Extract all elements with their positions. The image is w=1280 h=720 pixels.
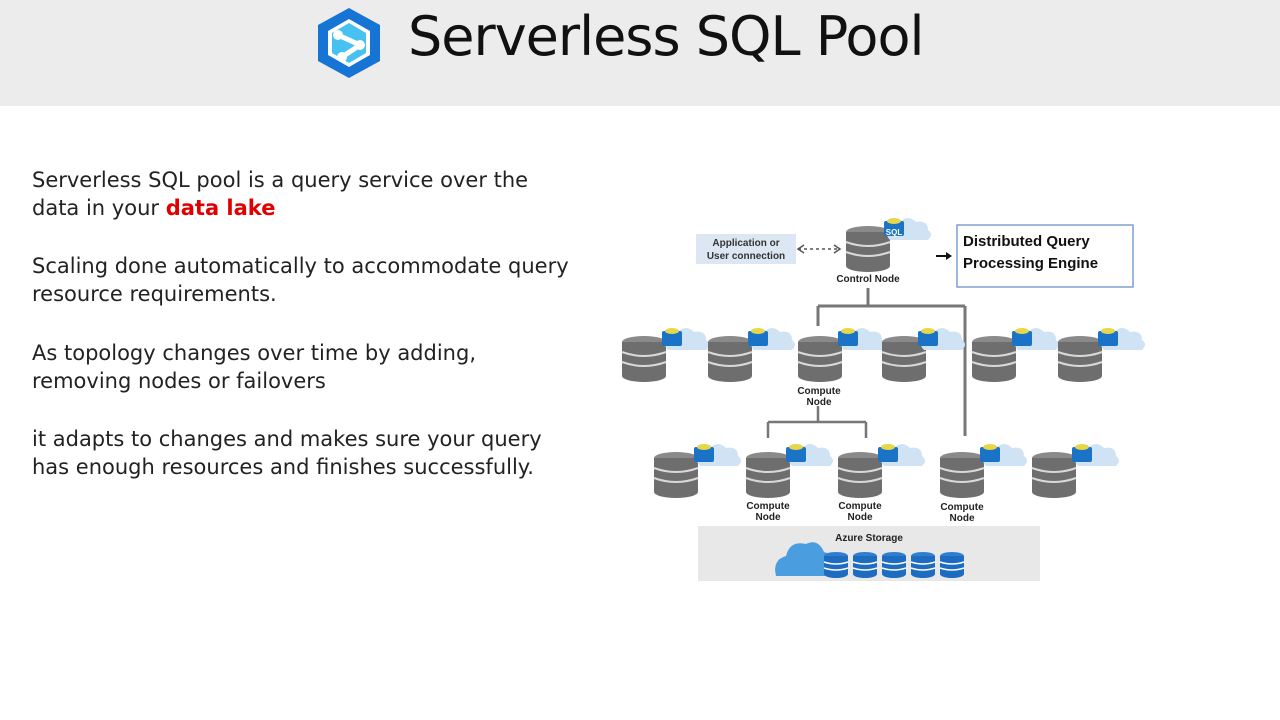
compute-label: Compute <box>940 502 984 513</box>
compute-db-icon <box>939 451 985 499</box>
control-node-db-icon <box>845 225 891 273</box>
compute-tree-lines <box>766 406 868 438</box>
storage-db-icon <box>823 551 849 579</box>
sql-badge-icon <box>748 328 795 350</box>
compute-db-icon <box>745 451 791 499</box>
engine-label-line1: Distributed Query <box>963 233 1090 250</box>
sql-badge-icon <box>838 328 885 350</box>
sql-badge-icon <box>980 444 1027 466</box>
description-paragraph-4: it adapts to changes and makes sure your… <box>32 427 542 479</box>
storage-db-icon <box>881 551 907 579</box>
cloud-icon <box>775 542 835 576</box>
sql-badge-icon <box>694 444 741 466</box>
architecture-diagram: Application or User connection SQL Contr… <box>621 218 1145 581</box>
compute-db-icon <box>653 451 699 499</box>
compute-db-icon <box>1057 335 1103 383</box>
description-paragraph-1: Serverless SQL pool is a query service o… <box>32 166 572 222</box>
compute-db-icon <box>971 335 1017 383</box>
compute-label: Compute <box>746 501 790 512</box>
compute-label: Compute <box>797 386 841 397</box>
node-label: Node <box>807 397 832 408</box>
sql-badge-text: SQL <box>886 228 903 237</box>
compute-db-icon <box>797 335 843 383</box>
compute-db-icon <box>707 335 753 383</box>
engine-box <box>956 224 1134 288</box>
sql-badge-icon <box>1072 444 1119 466</box>
compute-db-icon <box>837 451 883 499</box>
sql-badge-icon <box>662 328 709 350</box>
node-label: Node <box>950 513 975 524</box>
storage-db-icon <box>939 551 965 579</box>
node-label: Node <box>756 512 781 523</box>
sql-badge-icon <box>786 444 833 466</box>
control-tree-lines <box>816 288 967 436</box>
compute-db-icon <box>1031 451 1077 499</box>
header-bar: Serverless SQL Pool <box>0 0 1280 106</box>
app-label-line1: Application or <box>712 238 779 249</box>
sql-badge-icon <box>1098 328 1145 350</box>
app-connection-box <box>696 234 796 264</box>
description-paragraph-2: Scaling done automatically to accommodat… <box>32 254 569 306</box>
synapse-logo-icon <box>318 8 380 78</box>
sql-badge-icon <box>918 328 965 350</box>
data-lake-highlight: data lake <box>165 196 276 220</box>
compute-db-icon <box>621 335 667 383</box>
engine-label-line2: Processing Engine <box>963 255 1098 272</box>
arrow-heads-icon <box>796 244 842 254</box>
app-label-line2: User connection <box>707 251 785 262</box>
arrow-right-icon <box>946 252 952 260</box>
compute-label: Compute <box>838 501 882 512</box>
control-node-label: Control Node <box>836 274 900 285</box>
sql-badge-icon <box>1012 328 1059 350</box>
paragraph-1-text: Serverless SQL pool is a query service o… <box>32 168 529 220</box>
storage-db-icon <box>910 551 936 579</box>
page-title: Serverless SQL Pool <box>408 5 924 68</box>
azure-storage-label: Azure Storage <box>835 533 903 544</box>
storage-db-icon <box>852 551 878 579</box>
sql-badge-icon <box>878 444 925 466</box>
description-paragraph-3: As topology changes over time by adding,… <box>32 341 476 393</box>
node-label: Node <box>848 512 873 523</box>
